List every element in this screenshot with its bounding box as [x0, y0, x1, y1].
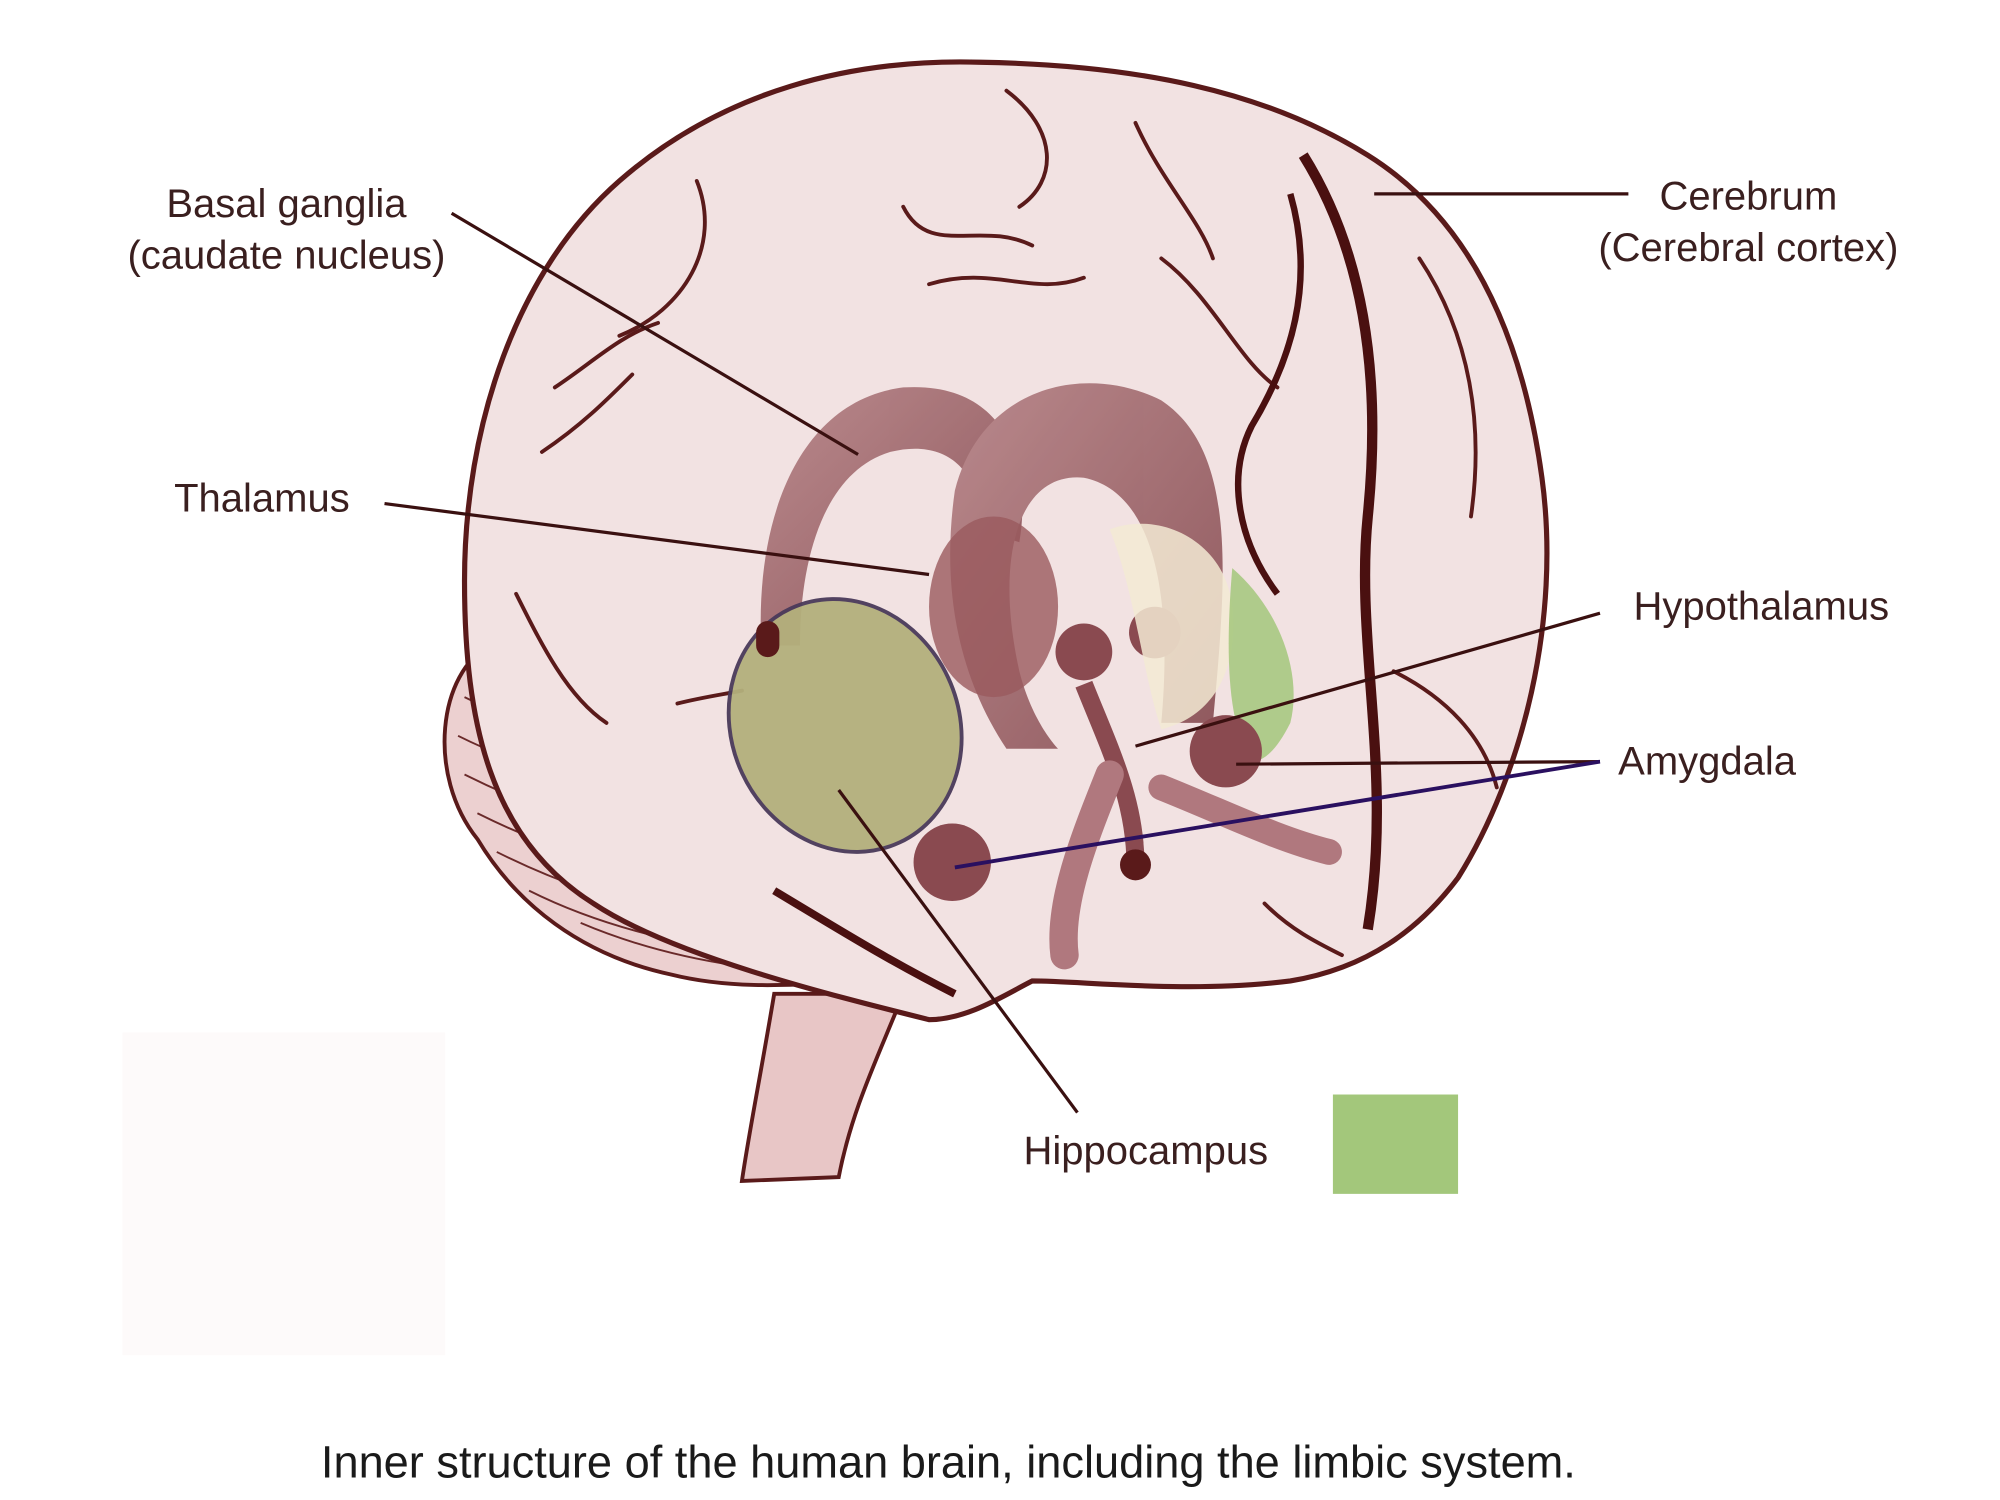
hypothalamus-leader: [1135, 611, 1601, 748]
label-cerebral-cortex: (Cerebral cortex): [1598, 226, 1898, 270]
basal-ganglia: [760, 383, 1223, 749]
amygdala: [913, 715, 1262, 901]
caption: Inner structure of the human brain, incl…: [321, 1437, 1576, 1488]
hypothalamus-highlight: [1109, 523, 1234, 730]
label-cerebrum: Cerebrum: [1659, 174, 1837, 218]
brainstem: [739, 991, 907, 1183]
basal-ganglia-leader: [450, 211, 859, 456]
label-basal-ganglia: Basal ganglia: [166, 182, 407, 226]
label-hippocampus: Hippocampus: [1024, 1129, 1269, 1173]
hippocampus-highlight: [726, 597, 964, 854]
label-thalamus: Thalamus: [174, 476, 350, 520]
amygdala-leader-2: [954, 759, 1601, 870]
thalamus-leader: [384, 501, 930, 577]
hippocampus-leader: [837, 789, 1079, 1114]
label-caudate-nucleus: (caudate nucleus): [127, 234, 445, 278]
amygdala-leader-1: [1236, 760, 1601, 766]
label-amygdala: Amygdala: [1618, 740, 1797, 784]
label-hypothalamus: Hypothalamus: [1633, 585, 1889, 629]
hippocampus-legend-swatch: [1332, 1094, 1459, 1194]
